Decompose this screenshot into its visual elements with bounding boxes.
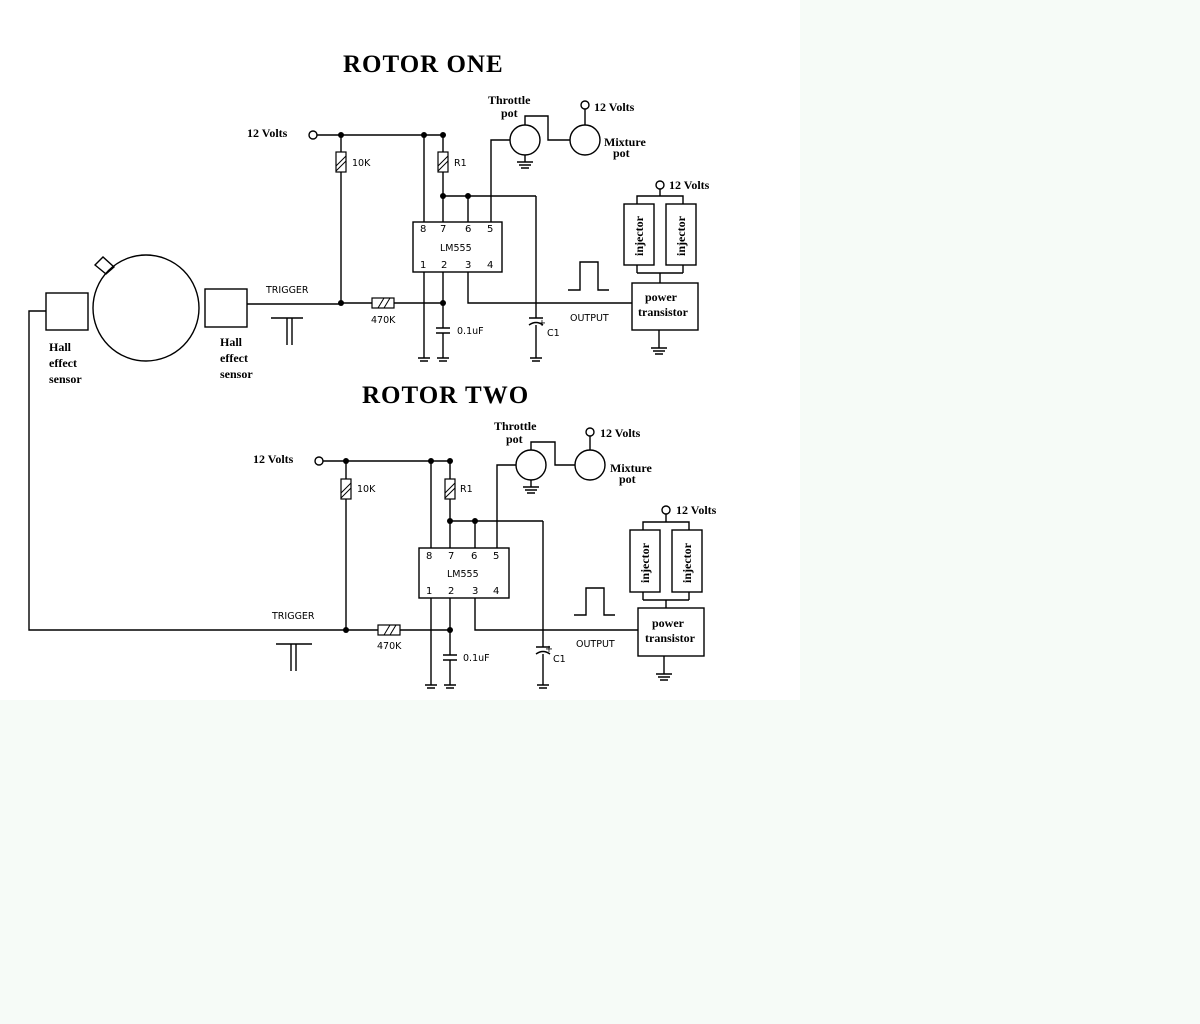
supply-terminal <box>308 130 318 140</box>
hall-left-line3: sensor <box>49 372 82 386</box>
pin-label: 8 <box>420 224 426 235</box>
injector-2 <box>665 203 697 266</box>
hall-left-line2: effect <box>49 356 77 370</box>
resistor-r1-label: R1 <box>460 484 473 495</box>
cap-c1-label: C1 <box>547 328 560 339</box>
schematic: Hall effect sensor Hall effect sensor RO… <box>28 51 717 689</box>
hall-right-line1: Hall <box>220 335 243 349</box>
pot-supply-label: 12 Volts <box>600 426 641 440</box>
throttle-pot <box>515 449 547 494</box>
pin-label: 4 <box>493 586 499 597</box>
throttle-pot-line1: Throttle <box>488 93 531 107</box>
supply-label: 12 Volts <box>253 452 294 466</box>
pin-label: 6 <box>465 224 471 235</box>
injector-supply-label: 12 Volts <box>676 503 717 517</box>
mixture-pot <box>569 100 601 156</box>
cap-polarity: + <box>545 644 553 655</box>
injector-2 <box>671 529 703 593</box>
hall-left-line1: Hall <box>49 340 72 354</box>
injector-supply-label: 12 Volts <box>669 178 710 192</box>
output-pulse <box>568 261 609 291</box>
ic-label: LM555 <box>440 243 472 254</box>
pin-label: 7 <box>448 551 454 562</box>
pin-label: 1 <box>426 586 432 597</box>
injector-1 <box>629 529 661 593</box>
pin-label: 6 <box>471 551 477 562</box>
resistor-r1-label: R1 <box>454 158 467 169</box>
trigger-pulse <box>271 317 303 345</box>
rotor-two-title: ROTOR TWO <box>362 382 529 409</box>
transistor-line1: power <box>645 290 678 304</box>
output-pulse <box>574 587 615 616</box>
cap-small-label: 0.1uF <box>457 326 484 337</box>
trigger-pulse <box>276 643 312 671</box>
injector-1-label: injector <box>632 215 646 256</box>
pin-label: 7 <box>440 224 446 235</box>
injector-1 <box>623 203 655 266</box>
rotor-two-circuit: ROTOR TWO 12 Volts 10K R1 8 7 6 5 L <box>253 382 717 689</box>
resistor-r1 <box>437 151 449 173</box>
resistor-470k-label: 470K <box>371 315 396 326</box>
lm555-ic <box>418 547 510 599</box>
throttle-pot <box>509 124 541 169</box>
pin-label: 3 <box>472 586 478 597</box>
resistor-10k-label: 10K <box>352 158 371 169</box>
transistor-line1: power <box>652 616 685 630</box>
resistor-10k <box>340 478 352 500</box>
mixture-pot <box>574 427 606 481</box>
transistor-line2: transistor <box>645 631 696 645</box>
output-label: OUTPUT <box>576 639 615 650</box>
lm555-ic <box>412 221 503 273</box>
mixture-pot-line2: pot <box>613 146 630 160</box>
cap-polarity: + <box>538 318 546 329</box>
power-transistor <box>637 607 705 657</box>
pin-label: 2 <box>441 260 447 271</box>
hall-right-line2: effect <box>220 351 248 365</box>
power-transistor <box>631 282 699 331</box>
hall-right-line3: sensor <box>220 367 253 381</box>
injector-1-label: injector <box>638 542 652 583</box>
throttle-pot-line1: Throttle <box>494 419 537 433</box>
supply-label: 12 Volts <box>247 126 288 140</box>
pin-label: 5 <box>487 224 493 235</box>
rotor-one-circuit: ROTOR ONE 12 Volts 10K R1 <box>247 51 710 362</box>
pin-label: 3 <box>465 260 471 271</box>
trigger-label: TRIGGER <box>265 285 309 296</box>
throttle-pot-line2: pot <box>506 432 523 446</box>
pin-label: 2 <box>448 586 454 597</box>
throttle-pot-line2: pot <box>501 106 518 120</box>
pin-label: 4 <box>487 260 493 271</box>
mixture-pot-line1: Mixture <box>604 135 646 149</box>
pot-supply-label: 12 Volts <box>594 100 635 114</box>
flywheel <box>92 254 200 362</box>
resistor-470k <box>377 624 401 636</box>
resistor-10k-label: 10K <box>357 484 376 495</box>
schematic-canvas: Hall effect sensor Hall effect sensor RO… <box>0 0 800 700</box>
pin-label: 8 <box>426 551 432 562</box>
resistor-10k <box>335 151 347 173</box>
cap-c1-label: C1 <box>553 654 566 665</box>
rotor-one-title: ROTOR ONE <box>343 51 504 78</box>
sensor-left-wire <box>28 310 346 631</box>
resistor-r1 <box>444 478 456 500</box>
mixture-pot-line2: pot <box>619 472 636 486</box>
pin-label: 1 <box>420 260 426 271</box>
ic-label: LM555 <box>447 569 479 580</box>
hall-sensor-left <box>45 292 89 331</box>
injector-2-label: injector <box>674 215 688 256</box>
trigger-label: TRIGGER <box>271 611 315 622</box>
mixture-pot-line1: Mixture <box>610 461 652 475</box>
pin-label: 5 <box>493 551 499 562</box>
resistor-470k <box>371 297 395 309</box>
transistor-line2: transistor <box>638 305 689 319</box>
hall-sensor-right <box>204 288 248 328</box>
cap-small-label: 0.1uF <box>463 653 490 664</box>
resistor-470k-label: 470K <box>377 641 402 652</box>
injector-2-label: injector <box>680 542 694 583</box>
output-label: OUTPUT <box>570 313 609 324</box>
